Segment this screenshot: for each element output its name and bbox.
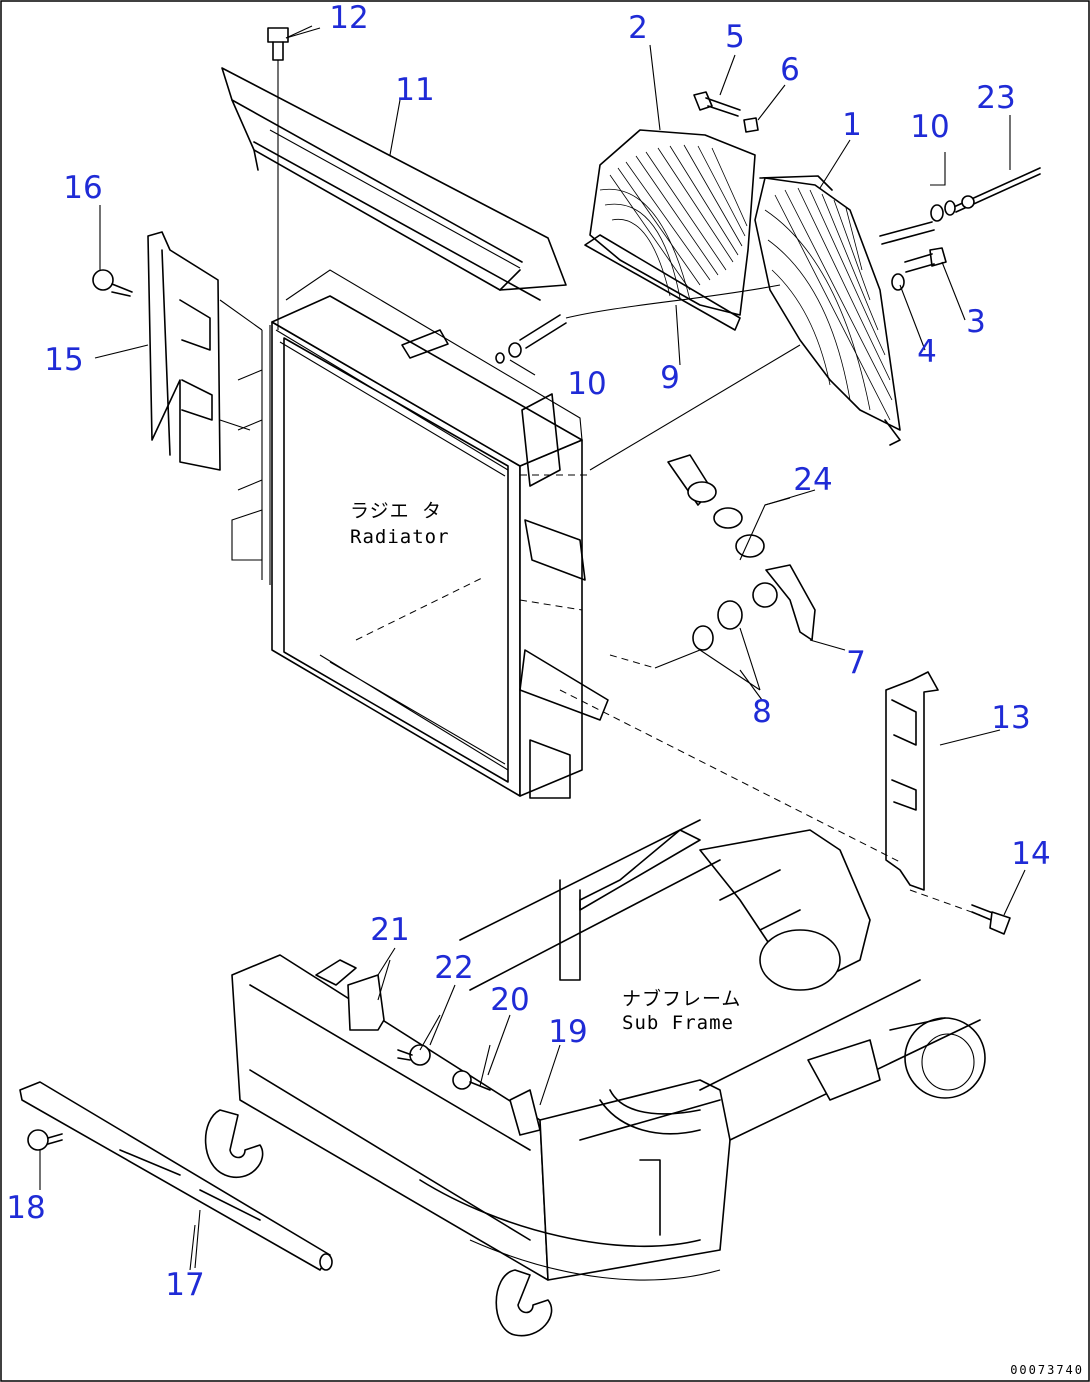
fan-shroud-1 bbox=[754, 175, 901, 446]
callout-20: 20 bbox=[490, 982, 529, 1018]
callout-6: 6 bbox=[780, 52, 800, 88]
callout-19: 19 bbox=[548, 1014, 587, 1050]
side-plate-13 bbox=[885, 671, 981, 916]
tow-hooks bbox=[204, 1109, 553, 1337]
callouts: 1 2 3 4 5 6 7 8 9 10 10 11 12 13 14 15 1… bbox=[6, 0, 1050, 1303]
hoses bbox=[654, 454, 816, 691]
fan-shroud-2 bbox=[584, 129, 756, 331]
subframe-label: ナブフレーム Sub Frame bbox=[622, 987, 741, 1034]
callout-4: 4 bbox=[917, 334, 937, 370]
subframe-label-en: Sub Frame bbox=[622, 1012, 734, 1034]
callout-21: 21 bbox=[370, 912, 409, 948]
reference-number: 00073740 bbox=[1010, 1363, 1084, 1377]
upper-cover bbox=[221, 67, 567, 301]
side-plate-15 bbox=[147, 231, 263, 471]
bolt-16 bbox=[92, 269, 133, 297]
callout-10-lower: 10 bbox=[567, 366, 606, 402]
sub-frame bbox=[231, 819, 986, 1281]
brackets bbox=[315, 959, 541, 1136]
callout-3: 3 bbox=[966, 304, 986, 340]
callout-22: 22 bbox=[434, 950, 473, 986]
callout-7: 7 bbox=[846, 645, 866, 681]
radiator-label: ラジエ タ Radiator bbox=[350, 500, 450, 548]
radiator-assembly bbox=[231, 269, 656, 799]
callout-9: 9 bbox=[660, 360, 680, 396]
callout-1: 1 bbox=[842, 107, 862, 143]
bolt-18 bbox=[27, 1129, 63, 1151]
callout-15: 15 bbox=[44, 342, 83, 378]
callout-5: 5 bbox=[725, 19, 745, 55]
callout-11: 11 bbox=[395, 72, 434, 108]
drain-hose bbox=[495, 284, 801, 471]
callout-17: 17 bbox=[165, 1267, 204, 1303]
fasteners-upper bbox=[693, 91, 1041, 291]
callout-24: 24 bbox=[793, 462, 832, 498]
leader-lines bbox=[39, 25, 1026, 1271]
bolt-14 bbox=[971, 904, 1011, 935]
radiator-label-jp: ラジエ タ bbox=[350, 500, 442, 522]
callout-23: 23 bbox=[976, 80, 1015, 116]
callout-10-upper: 10 bbox=[910, 109, 949, 145]
callout-2: 2 bbox=[628, 10, 648, 46]
callout-16: 16 bbox=[63, 170, 102, 206]
callout-14: 14 bbox=[1011, 836, 1050, 872]
callout-18: 18 bbox=[6, 1190, 45, 1226]
callout-13: 13 bbox=[991, 700, 1030, 736]
callout-8: 8 bbox=[752, 694, 772, 730]
callout-12: 12 bbox=[329, 0, 368, 36]
cross-member-17 bbox=[19, 1081, 333, 1271]
bolt-12 bbox=[267, 27, 321, 330]
subframe-label-jp: ナブフレーム bbox=[622, 987, 741, 1010]
radiator-label-en: Radiator bbox=[350, 526, 450, 548]
